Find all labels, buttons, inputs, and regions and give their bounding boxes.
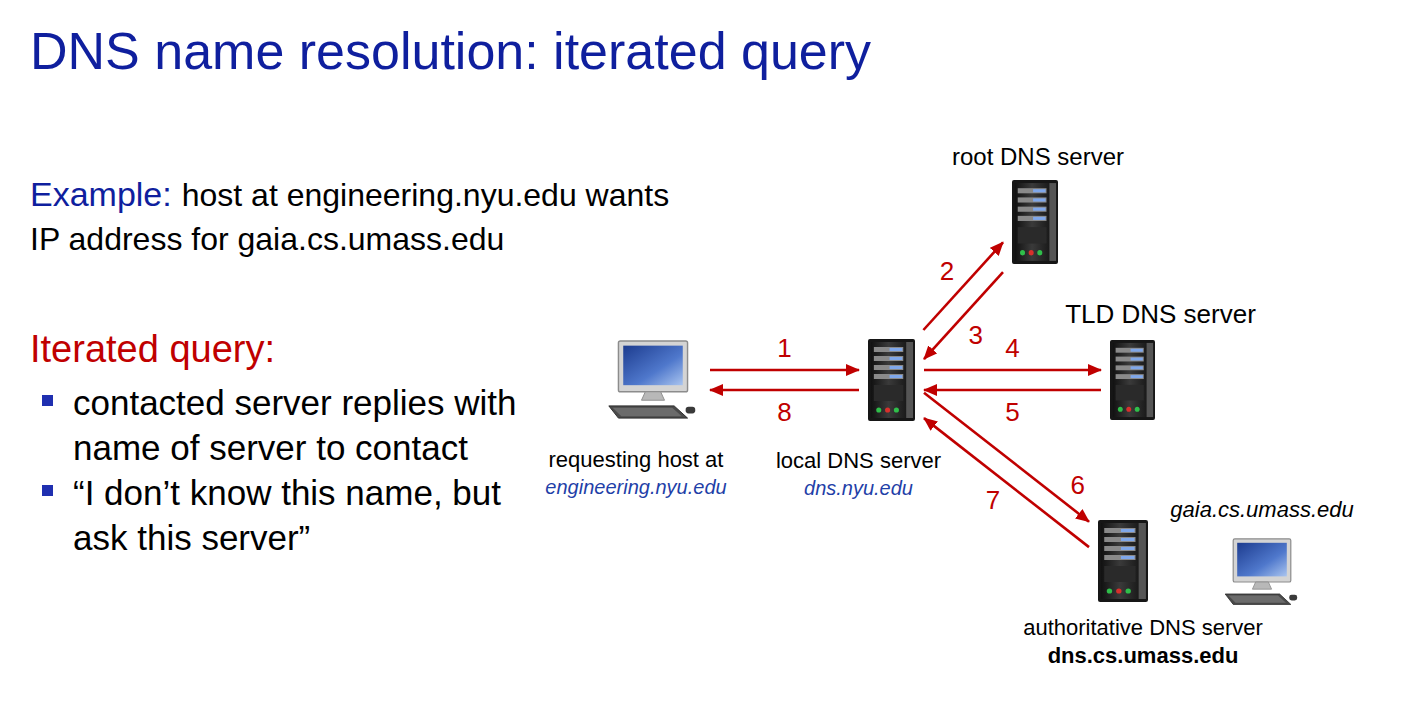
step-number: 3 <box>969 321 983 349</box>
computer-icon <box>605 340 701 420</box>
section-heading: Iterated query: <box>30 326 275 372</box>
step-number: 4 <box>1005 334 1019 362</box>
destination-host: gaia.cs.umass.edu <box>1222 538 1302 606</box>
example-key: Example: <box>30 175 172 213</box>
query-arrow <box>924 272 1003 359</box>
computer-icon <box>605 340 701 420</box>
host-name: dns.nyu.edu <box>776 475 941 501</box>
tld-dns-server: TLD DNS server <box>1110 340 1155 420</box>
query-arrow <box>924 393 1089 522</box>
step-number: 8 <box>777 398 791 426</box>
step-number: 5 <box>1005 398 1019 426</box>
root-dns-server: root DNS server <box>1012 180 1058 264</box>
query-arrow <box>924 418 1089 547</box>
node-name: authoritative DNS server <box>1023 614 1263 642</box>
local-dns-server: local DNS serverdns.nyu.edu <box>868 339 915 421</box>
node-caption: requesting host atengineering.nyu.edu <box>545 446 726 500</box>
node-caption: gaia.cs.umass.edu <box>1170 496 1353 524</box>
node-caption: local DNS serverdns.nyu.edu <box>776 447 941 501</box>
server-icon <box>1110 340 1155 420</box>
computer-icon <box>1222 538 1302 606</box>
node-caption: TLD DNS server <box>1065 298 1256 330</box>
node-name: gaia.cs.umass.edu <box>1170 496 1353 524</box>
bullet-point: contacted server replies with name of se… <box>40 380 530 470</box>
server-icon <box>1110 340 1155 420</box>
step-number: 7 <box>986 486 1000 514</box>
server-icon <box>1012 180 1058 264</box>
node-name: TLD DNS server <box>1065 298 1256 330</box>
node-caption: root DNS server <box>952 142 1124 172</box>
server-icon <box>868 339 915 421</box>
query-arrow <box>710 389 859 392</box>
node-caption: authoritative DNS serverdns.cs.umass.edu <box>1023 614 1263 670</box>
host-name: dns.cs.umass.edu <box>1023 642 1263 670</box>
step-number: 1 <box>777 334 791 362</box>
node-name: local DNS server <box>776 447 941 475</box>
query-arrow <box>924 369 1101 372</box>
requesting-host: requesting host atengineering.nyu.edu <box>605 340 701 420</box>
query-arrow <box>924 389 1101 392</box>
server-icon <box>1012 180 1058 264</box>
host-name: engineering.nyu.edu <box>545 474 726 500</box>
node-name: requesting host at <box>545 446 726 474</box>
server-icon <box>1098 520 1148 602</box>
example-text: Example:host at engineering.nyu.edu want… <box>30 172 680 261</box>
slide-title: DNS name resolution: iterated query <box>30 20 871 82</box>
section-heading: Iterated query: <box>30 326 275 372</box>
bullet-list: contacted server replies with name of se… <box>40 380 530 560</box>
step-number: 6 <box>1071 471 1085 499</box>
server-icon <box>1098 520 1148 602</box>
authoritative-dns-server: authoritative DNS serverdns.cs.umass.edu <box>1098 520 1148 602</box>
bullet-point: “I don’t know this name, but ask this se… <box>40 470 530 560</box>
node-name: root DNS server <box>952 142 1124 172</box>
server-icon <box>868 339 915 421</box>
query-arrow <box>710 369 859 372</box>
step-number: 2 <box>940 257 954 285</box>
computer-icon <box>1222 538 1302 606</box>
